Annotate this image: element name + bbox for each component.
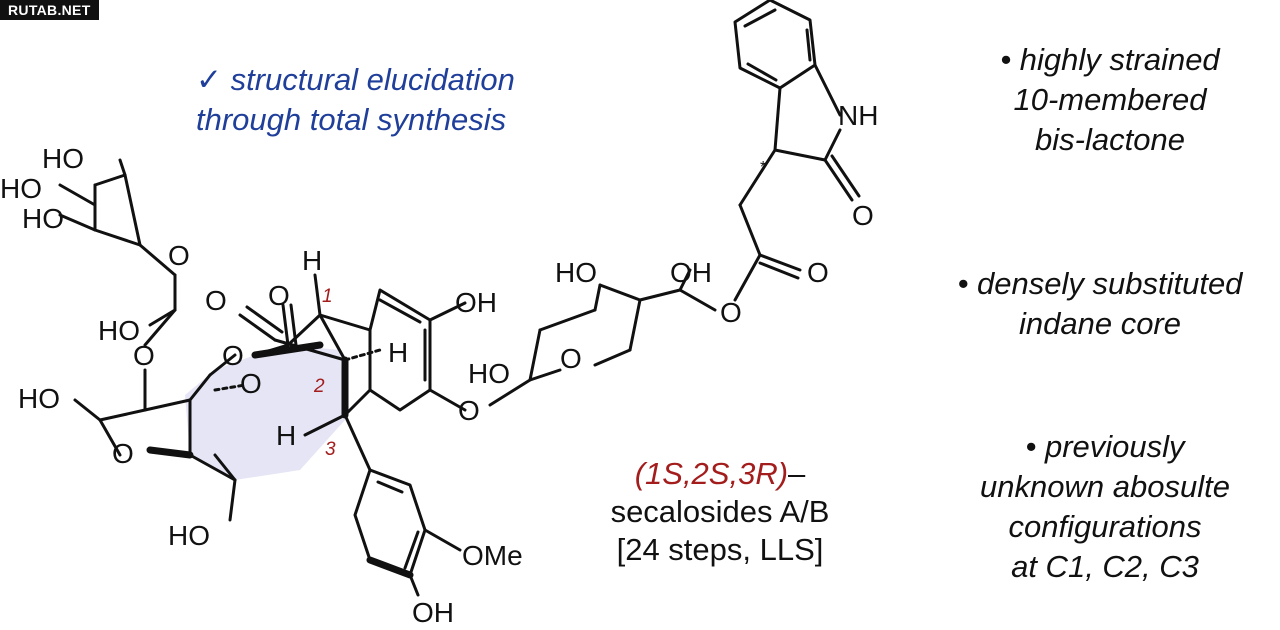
wedge-bonds — [146, 341, 414, 579]
bullet-2-line-1: • densely substituted — [957, 266, 1243, 301]
headline-line-2: through total synthesis — [196, 102, 507, 137]
hydroxyl-label-1: HO — [42, 143, 84, 174]
configuration-dash: – — [788, 456, 806, 491]
oxygen-label-carbonyl1: O — [205, 285, 227, 316]
bullet-1-line-3: bis-lactone — [1035, 122, 1185, 157]
phenol-oh-label: OH — [455, 287, 497, 318]
oxygen-label-sugar2: O — [112, 438, 134, 469]
aryl-oh-label: OH — [412, 597, 454, 628]
bond-lines — [58, 0, 861, 597]
hydrogen-label-c3: H — [276, 420, 296, 451]
oxygen-label-ring: O — [240, 368, 262, 399]
hydrogen-label-c2: H — [388, 337, 408, 368]
bullet-3-line-3: configurations — [1008, 509, 1202, 544]
hydroxyl-label-5: HO — [18, 383, 60, 414]
hydroxyl-label-4: HO — [98, 315, 140, 346]
bullet-bis-lactone: • highly strained 10-membered bis-lacton… — [940, 40, 1280, 160]
site-watermark: RUTAB.NET — [0, 0, 99, 20]
absolute-configuration: (1S,2S,3R) — [634, 456, 789, 491]
compound-name: secalosides A/B — [610, 494, 830, 529]
oxygen-label-oxindole: O — [852, 200, 874, 231]
locant-c1: 1 — [322, 286, 333, 307]
step-count: [24 steps, LLS] — [616, 532, 824, 567]
hydroxyl-label-3: HO — [22, 203, 64, 234]
headline-line-1: ✓ structural elucidation — [196, 62, 515, 97]
bullet-1-line-1: • highly strained — [1000, 42, 1220, 77]
hydrogen-label-c1: H — [302, 245, 322, 276]
hydroxyl-label-8: OH — [670, 257, 712, 288]
headline: ✓ structural elucidation through total s… — [196, 60, 515, 140]
oxygen-label-link: O — [133, 340, 155, 371]
stereocenter-mark: * — [760, 159, 766, 176]
bullet-configurations: • previously unknown abosulte configurat… — [930, 427, 1280, 587]
oxygen-label-ester-carbonyl: O — [807, 257, 829, 288]
configuration-line: (1S,2S,3R)– — [570, 455, 870, 493]
nh-label: NH — [838, 100, 878, 131]
hydroxyl-label-2: HO — [0, 173, 42, 204]
bis-lactone-ring-highlight — [185, 345, 345, 480]
locant-c3: 3 — [325, 439, 336, 460]
oxygen-label-sugar3: O — [560, 343, 582, 374]
bullet-1-line-2: 10-membered — [1013, 82, 1207, 117]
locant-c2: 2 — [313, 376, 325, 397]
oxygen-label-ester: O — [720, 297, 742, 328]
oxygen-label-carbonyl2: O — [268, 280, 290, 311]
methoxy-label: OMe — [462, 540, 523, 571]
hydroxyl-label-6: HO — [168, 520, 210, 551]
hydroxyl-label-9: HO — [468, 358, 510, 389]
target-compound-caption: (1S,2S,3R)– secalosides A/B [24 steps, L… — [570, 455, 870, 569]
oxygen-label-sugar1: O — [168, 240, 190, 271]
bullet-3-line-2: unknown abosulte — [980, 469, 1230, 504]
bullet-3-line-1: • previously — [1025, 429, 1185, 464]
bullet-2-line-2: indane core — [1018, 306, 1181, 341]
oxygen-label-lactone: O — [222, 340, 244, 371]
oxygen-label-aryl-ether: O — [458, 395, 480, 426]
bullet-3-line-4: at C1, C2, C3 — [1011, 549, 1199, 584]
bullet-indane-core: • densely substituted indane core — [920, 264, 1280, 344]
hydroxyl-label-7: HO — [555, 257, 597, 288]
